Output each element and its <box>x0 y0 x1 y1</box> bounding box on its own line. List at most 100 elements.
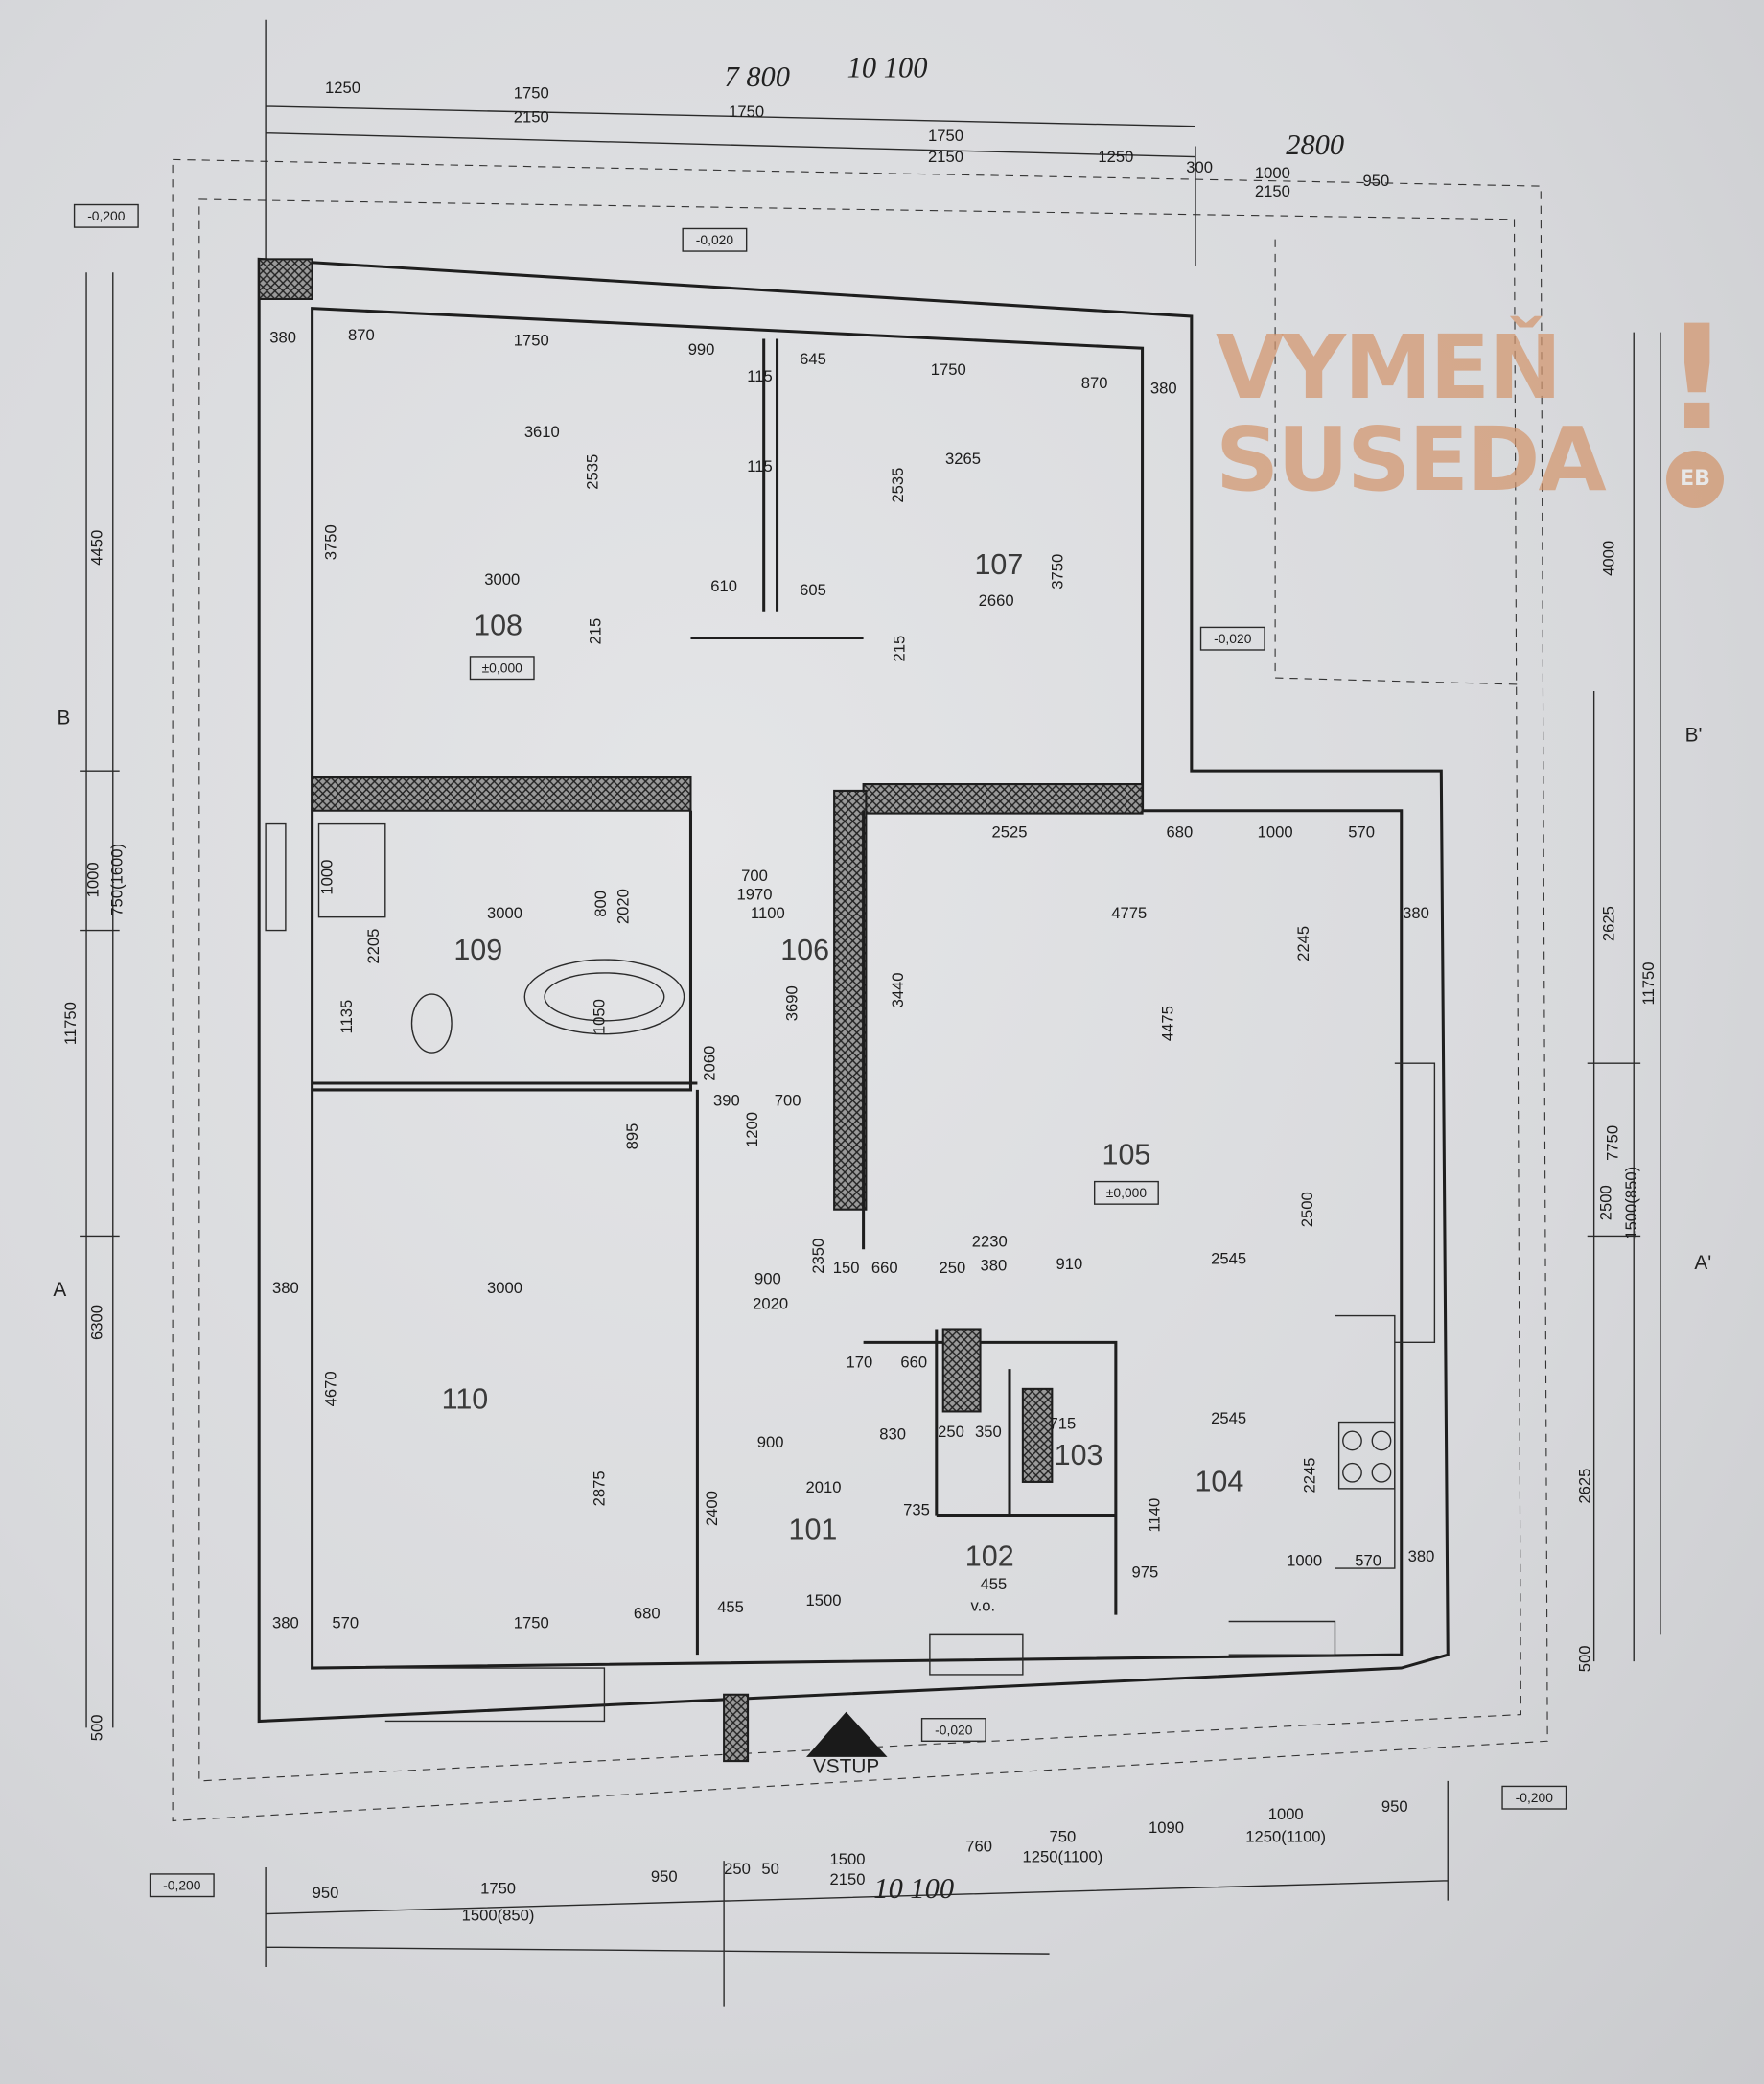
dimension-interior: 735 <box>903 1501 930 1519</box>
dimension-bottom: 1500(850) <box>462 1906 535 1924</box>
dimension-interior: 2350 <box>809 1239 827 1274</box>
room-number: 108 <box>474 610 522 642</box>
dimension-interior: 215 <box>891 636 909 662</box>
level-box <box>1093 1180 1159 1205</box>
dimension-interior: 570 <box>1355 1551 1381 1569</box>
dimension-bottom: 50 <box>761 1860 778 1878</box>
dimension-interior: 4475 <box>1158 1006 1176 1041</box>
dimension-top: 1250 <box>325 79 360 97</box>
dimension-top: 2150 <box>1255 182 1290 200</box>
dimension-bottom: 1250(1100) <box>1245 1828 1326 1846</box>
dimension-right: 7750 <box>1604 1125 1622 1161</box>
logo-line1: VYMEŇ <box>1216 316 1562 419</box>
dimension-interior: 2500 <box>1298 1192 1316 1227</box>
dimension-left: 4450 <box>88 530 106 566</box>
dimension-right: 500 <box>1575 1645 1593 1672</box>
dimension-interior: v.o. <box>971 1596 996 1614</box>
dimension-top: 300 <box>1186 158 1213 176</box>
level-box <box>73 203 139 228</box>
dimension-interior: 800 <box>592 891 610 917</box>
dimension-interior: 455 <box>981 1575 1008 1593</box>
dimension-bottom: 1000 <box>1268 1805 1304 1823</box>
dimension-bottom: 1250(1100) <box>1023 1847 1103 1865</box>
dimension-bottom: 950 <box>313 1884 339 1902</box>
dimension-interior: 4775 <box>1111 904 1147 922</box>
plot-boundary <box>172 158 1548 1822</box>
dimension-bottom: 250 <box>724 1860 751 1878</box>
dimension-lines <box>80 19 1661 2007</box>
handwritten-dimension: 7 800 <box>724 60 790 93</box>
dimension-interior: 1050 <box>590 999 608 1034</box>
level-marker: ±0,000 <box>482 660 523 676</box>
dimension-interior: 570 <box>332 1613 359 1632</box>
dimension-interior: 2535 <box>583 454 601 490</box>
dimension-interior: 1135 <box>337 1000 356 1034</box>
dimension-top: 1750 <box>514 84 549 103</box>
dimension-interior: 2245 <box>1301 1457 1319 1493</box>
logo-badge: EB <box>1666 451 1724 508</box>
section-marker: A' <box>1694 1252 1711 1274</box>
dimension-interior: 1000 <box>317 860 336 895</box>
dimension-top: 2150 <box>514 108 549 127</box>
dimension-interior: 250 <box>938 1423 964 1441</box>
dimension-top: 950 <box>1363 172 1390 190</box>
dimension-interior: 2525 <box>992 822 1028 841</box>
dimension-interior: 3265 <box>945 450 981 468</box>
dimension-interior: 1000 <box>1287 1551 1322 1569</box>
dimension-interior: 990 <box>688 340 715 359</box>
dimension-bottom: 1500 <box>829 1850 865 1868</box>
dimension-interior: 350 <box>975 1423 1002 1441</box>
dimension-interior: 380 <box>272 1613 299 1632</box>
dimension-interior: 680 <box>634 1605 661 1623</box>
dimension-interior: 2205 <box>364 929 383 964</box>
dimension-interior: 680 <box>1166 822 1193 841</box>
level-box <box>1199 626 1265 651</box>
room-number: 109 <box>453 934 502 966</box>
dimension-top: 1000 <box>1255 164 1290 182</box>
room-number: 107 <box>974 548 1023 581</box>
handwritten-dimension: 2800 <box>1286 128 1344 161</box>
dimension-interior: 700 <box>775 1092 801 1110</box>
section-marker: B' <box>1685 725 1703 747</box>
dimension-right: 1500(850) <box>1622 1167 1640 1239</box>
dimension-interior: 3750 <box>1048 554 1066 590</box>
dimension-interior: 870 <box>348 326 375 344</box>
dimension-interior: 170 <box>847 1354 873 1372</box>
dimension-interior: 830 <box>879 1425 906 1444</box>
level-marker: ±0,000 <box>1106 1185 1148 1200</box>
room-number: 105 <box>1102 1139 1151 1171</box>
dimension-right: 4000 <box>1599 541 1617 576</box>
dimension-right: 2625 <box>1575 1469 1593 1504</box>
level-box <box>682 227 748 252</box>
dimension-bottom: 750 <box>1050 1828 1077 1846</box>
level-box <box>1501 1785 1567 1810</box>
logo-line2: SUSEDA <box>1216 408 1607 511</box>
level-marker: -0,020 <box>935 1722 973 1737</box>
dimension-interior: 3610 <box>524 423 560 441</box>
dimension-right: 2625 <box>1599 906 1617 941</box>
dimension-interior: 1750 <box>514 331 549 349</box>
dimension-interior: 380 <box>272 1279 299 1297</box>
dimension-interior: 3750 <box>322 524 340 560</box>
dimension-top: 1750 <box>729 103 764 121</box>
dimension-left: 750(1600) <box>107 844 126 916</box>
dimension-interior: 1750 <box>514 1613 549 1632</box>
dimension-interior: 570 <box>1348 822 1375 841</box>
room-number: 103 <box>1055 1439 1103 1471</box>
dimension-right: 11750 <box>1639 961 1658 1005</box>
dimension-interior: 3000 <box>487 904 522 922</box>
dimension-interior: 380 <box>1150 379 1177 397</box>
room-number: 110 <box>442 1383 489 1416</box>
logo-exclamation: ! <box>1664 295 1729 462</box>
entrance-label: VSTUP <box>813 1756 879 1778</box>
dimension-bottom: 1090 <box>1149 1818 1184 1837</box>
dimension-interior: 2230 <box>972 1233 1008 1251</box>
dimension-left: 11750 <box>61 1002 80 1045</box>
level-box <box>469 656 535 681</box>
room-number: 104 <box>1195 1466 1243 1498</box>
dimension-interior: 2020 <box>614 889 632 924</box>
dimension-interior: 3000 <box>484 570 520 589</box>
dimension-interior: 2545 <box>1211 1409 1246 1427</box>
dimension-bottom: 950 <box>1381 1797 1408 1816</box>
